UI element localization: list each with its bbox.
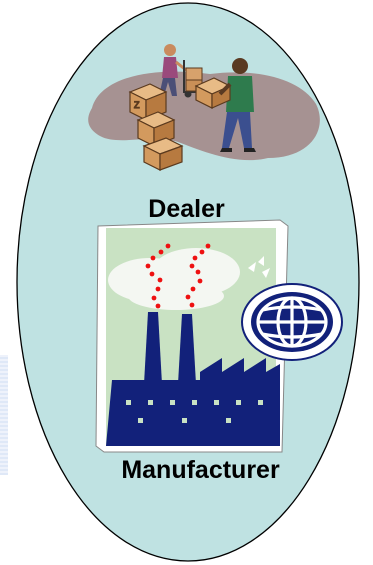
manufacturer-label: Manufacturer [121,456,280,484]
manufacturer-clipart [95,219,343,453]
left-margin-strip [0,355,8,475]
smoke-dots [145,243,211,309]
smoke-clouds [108,248,240,310]
box-stack: Z [128,83,184,171]
dealer-label: Dealer [148,195,225,223]
factory-windows [126,400,263,423]
box-carrying-worker [194,58,256,152]
globe-icon [241,283,343,361]
svg-text:Z: Z [134,100,140,110]
sun-rays [248,256,270,278]
dealer-clipart: Z [88,44,320,171]
